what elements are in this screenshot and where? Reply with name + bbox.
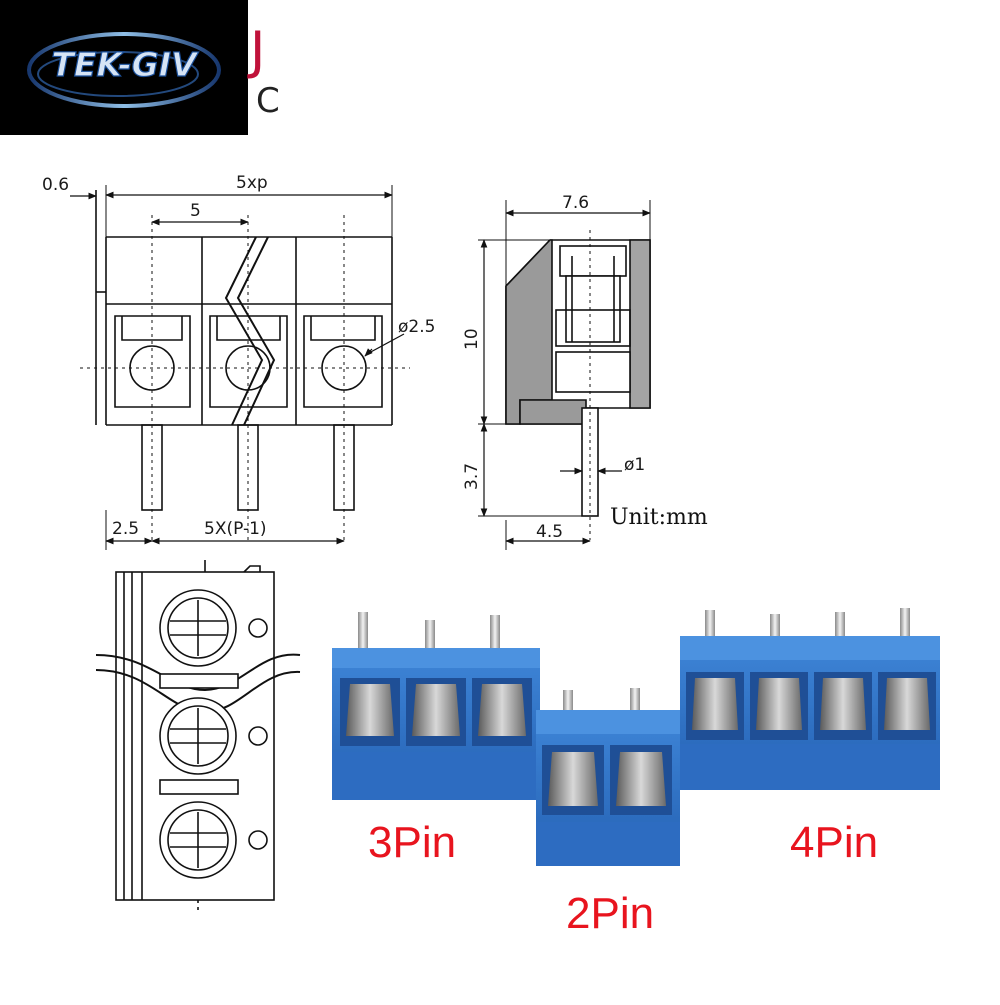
dim-offset: 2.5: [112, 519, 139, 539]
label-4pin: 4Pin: [790, 818, 878, 867]
dim-height: 10: [462, 328, 482, 350]
logo-badge: TEK-GIV: [0, 0, 248, 135]
top-view-drawing: [95, 560, 301, 914]
dim-hole: ø2.5: [398, 317, 435, 337]
terminal-3pin: [332, 612, 540, 800]
dim-pitch: 5: [190, 201, 201, 221]
partial-letter-1: J: [247, 21, 265, 81]
top-screw-2: [159, 697, 268, 775]
side-view-drawing: [478, 200, 651, 550]
top-screw-1: [159, 589, 268, 667]
logo-text: TEK-GIV: [51, 45, 199, 84]
terminal-4pin: [680, 608, 940, 790]
front-cell-3: [303, 315, 383, 408]
label-3pin: 3Pin: [368, 818, 456, 867]
label-2pin: 2Pin: [566, 889, 654, 938]
dim-pin-diameter: ø1: [624, 455, 645, 475]
dim-span: 5X(P-1): [204, 519, 267, 539]
partial-letter-2: C: [256, 81, 280, 121]
dim-depth: 7.6: [562, 193, 589, 213]
front-view-drawing: [70, 185, 410, 550]
dim-pin-length: 3.7: [462, 463, 482, 490]
dim-pin-position: 4.5: [536, 522, 563, 542]
unit-label: Unit:mm: [610, 505, 708, 530]
top-screw-3: [159, 801, 268, 879]
terminal-2pin: [536, 688, 680, 866]
dim-edge: 0.6: [42, 175, 69, 195]
dim-total: 5xp: [236, 173, 268, 193]
